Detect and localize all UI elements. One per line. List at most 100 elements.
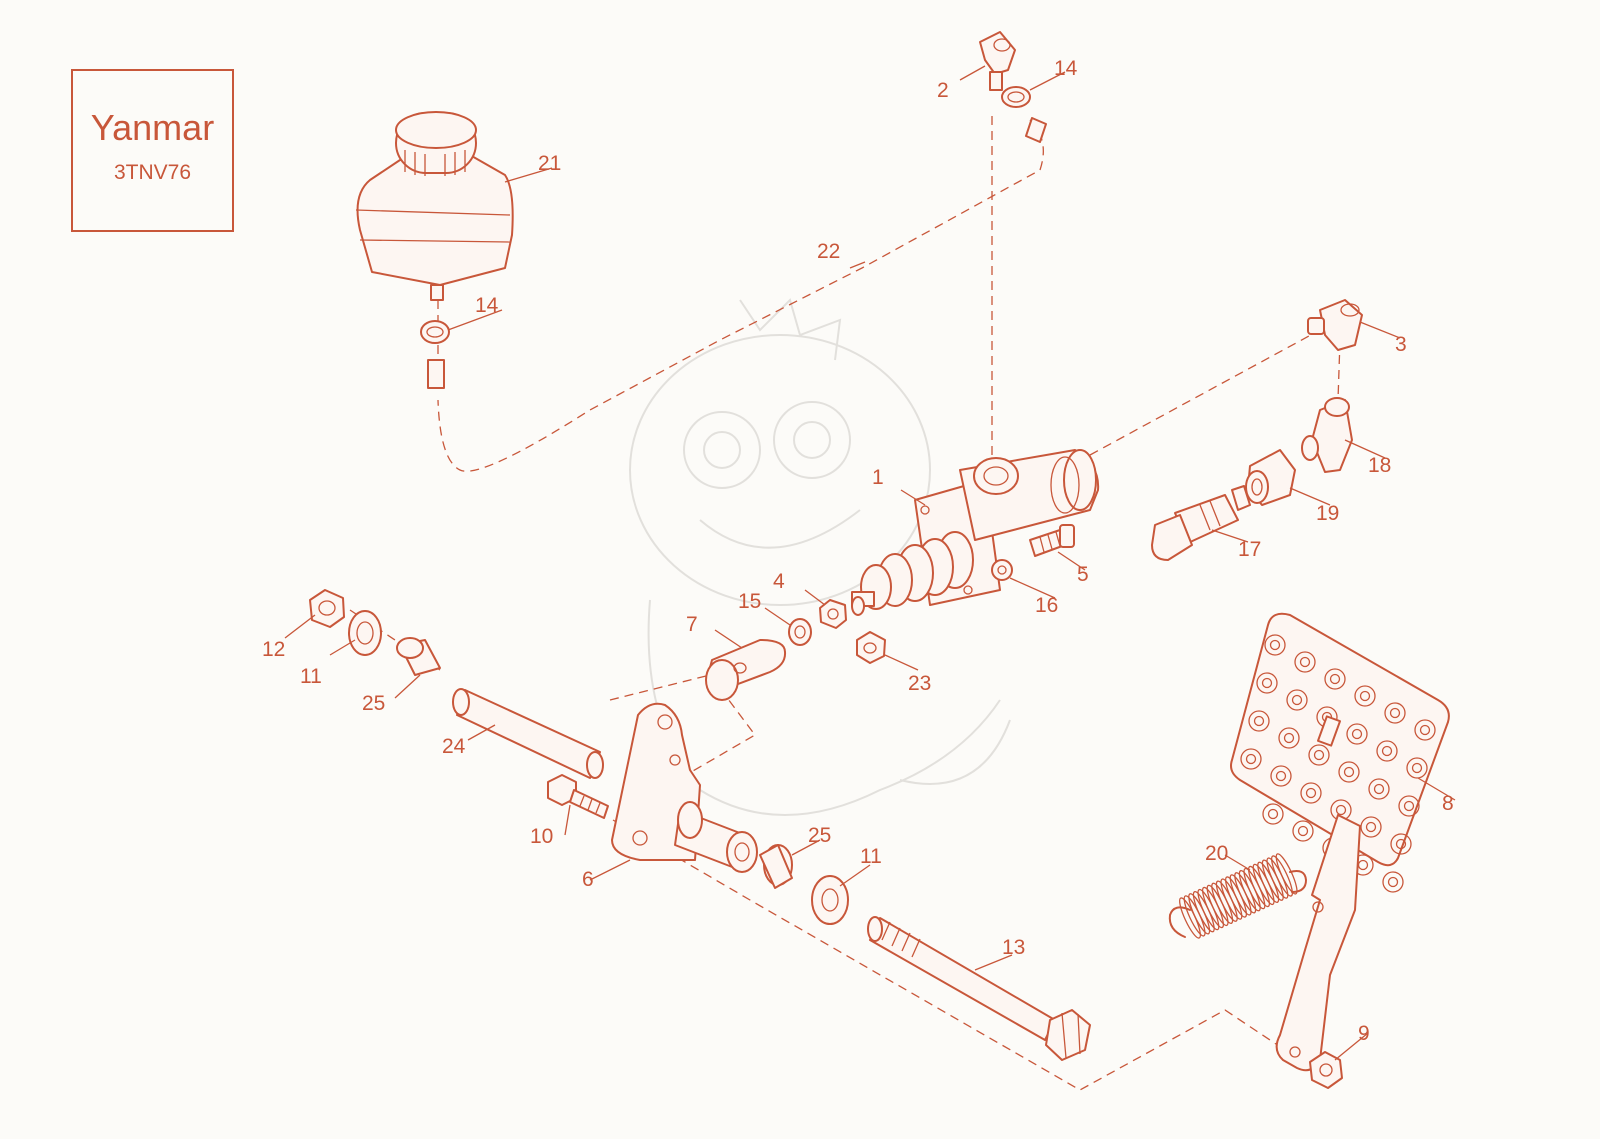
- pedal-grip-hole-inner: [1381, 745, 1393, 757]
- model-subtitle: 3TNV76: [113, 161, 192, 184]
- pedal-grip-hole-inner: [1351, 728, 1363, 740]
- callout-1: 1: [872, 466, 884, 489]
- pivot-hardware-parts: [309, 589, 849, 925]
- master-cylinder-part: [851, 449, 1100, 616]
- callout-21: 21: [538, 152, 561, 175]
- pedal-grip-hole-inner: [1299, 656, 1311, 668]
- pedal-grip-hole: [1262, 803, 1284, 825]
- pedal-grip-hole-inner: [1253, 715, 1265, 727]
- pedal-grip-hole-inner: [1313, 749, 1325, 761]
- nuts-washers-parts: [788, 599, 886, 664]
- pedal-grip-hole: [1300, 782, 1322, 804]
- callout-8: 8: [1442, 792, 1454, 815]
- pedal-grip-hole-inner: [1297, 825, 1309, 837]
- shaft-part: [452, 688, 604, 779]
- pedal-grip-hole-inner: [1389, 707, 1401, 719]
- pedal-grip-hole: [1264, 634, 1286, 656]
- callout-13: 13: [1002, 936, 1025, 959]
- callout-22: 22: [817, 240, 840, 263]
- pedal-grip-hole: [1346, 723, 1368, 745]
- sensor-part: [1151, 485, 1251, 561]
- callout-23: 23: [908, 672, 931, 695]
- pedal-grip-hole: [1338, 761, 1360, 783]
- nut-9-part: [1309, 1051, 1343, 1089]
- pedal-grip-hole-inner: [1261, 677, 1273, 689]
- pedal-grip-hole-inner: [1269, 639, 1281, 651]
- union-part: [1245, 449, 1296, 506]
- bracket-part: [611, 702, 758, 873]
- spring-coil: [1271, 855, 1293, 897]
- pedal-grip-hole-inner: [1283, 732, 1295, 744]
- pedal-grip-hole: [1256, 672, 1278, 694]
- callout-17: 17: [1238, 538, 1261, 561]
- pedal-grip-hole: [1294, 651, 1316, 673]
- pedal-grip-hole-inner: [1245, 753, 1257, 765]
- pedal-grip-hole-inner: [1291, 694, 1303, 706]
- pedal-grip-hole-inner: [1267, 808, 1279, 820]
- fitting-3-part: [1307, 299, 1363, 351]
- leader-lines: [284, 65, 1456, 1061]
- callout-4: 4: [773, 570, 785, 593]
- spring-part: [1168, 853, 1307, 939]
- pedal-grip-hole: [1278, 727, 1300, 749]
- pedal-grip-hole: [1324, 668, 1346, 690]
- pedal-grip-hole-inner: [1395, 838, 1407, 850]
- pedal-grip-hole-inner: [1373, 783, 1385, 795]
- callout-9: 9: [1358, 1022, 1370, 1045]
- pedal-grip-hole: [1286, 689, 1308, 711]
- pedal-part: [1230, 612, 1450, 1072]
- long-bolt-part: [867, 916, 1091, 1061]
- pedal-grip-hole-inner: [1387, 876, 1399, 888]
- bolt-washer-parts: [991, 524, 1075, 581]
- clevis-part: [705, 639, 787, 701]
- callout-19: 19: [1316, 502, 1339, 525]
- pedal-grip-hole-inner: [1343, 766, 1355, 778]
- pedal-grip-hole-inner: [1411, 762, 1423, 774]
- pedal-grip-hole: [1406, 757, 1428, 779]
- brand-title: Yanmar: [90, 107, 215, 148]
- pedal-grip-hole: [1414, 719, 1436, 741]
- callout-20: 20: [1205, 842, 1228, 865]
- tee-fitting-part: [1301, 397, 1353, 473]
- bolt-10-part: [547, 774, 609, 819]
- pedal-grip-hole-inner: [1365, 821, 1377, 833]
- pedal-grip-hole: [1398, 795, 1420, 817]
- callout-12: 12: [262, 638, 285, 661]
- hose-clamp-parts: [420, 86, 1047, 389]
- pedal-grip-hole: [1382, 871, 1404, 893]
- callout-11-bottom: 11: [860, 845, 882, 868]
- pedal-grip-hole: [1270, 765, 1292, 787]
- pedal-grip-hole-inner: [1419, 724, 1431, 736]
- pedal-grip-hole-inner: [1329, 673, 1341, 685]
- callout-11-top: 11: [300, 665, 322, 688]
- callout-18: 18: [1368, 454, 1391, 477]
- callout-10: 10: [530, 825, 553, 848]
- callout-2: 2: [937, 79, 949, 102]
- pedal-grip-hole: [1376, 740, 1398, 762]
- callout-25-top: 25: [362, 692, 385, 715]
- callout-25-bottom: 25: [808, 824, 831, 847]
- callout-3: 3: [1395, 333, 1407, 356]
- callout-6: 6: [582, 868, 594, 891]
- pedal-grip-hole: [1248, 710, 1270, 732]
- pedal-grip-hole-inner: [1275, 770, 1287, 782]
- callout-labels: 1 2 3 4 5 6 7 8 9 10 11 11 12 13 14 14 1…: [262, 57, 1454, 1045]
- callout-24: 24: [442, 735, 466, 758]
- callout-14-reservoir: 14: [475, 294, 499, 317]
- fitting-2-part: [979, 31, 1016, 91]
- callout-5: 5: [1077, 563, 1089, 586]
- pedal-grip-hole-inner: [1305, 787, 1317, 799]
- callout-14-top: 14: [1054, 57, 1078, 80]
- title-box: Yanmar 3TNV76: [71, 69, 234, 232]
- pedal-grip-hole: [1368, 778, 1390, 800]
- callout-16: 16: [1035, 594, 1058, 617]
- pedal-grip-hole: [1292, 820, 1314, 842]
- reservoir-part: [355, 111, 514, 301]
- pedal-grip-hole-inner: [1403, 800, 1415, 812]
- pedal-grip-hole: [1354, 685, 1376, 707]
- callout-7: 7: [686, 613, 698, 636]
- pedal-grip-hole-inner: [1359, 690, 1371, 702]
- pedal-grip-hole: [1384, 702, 1406, 724]
